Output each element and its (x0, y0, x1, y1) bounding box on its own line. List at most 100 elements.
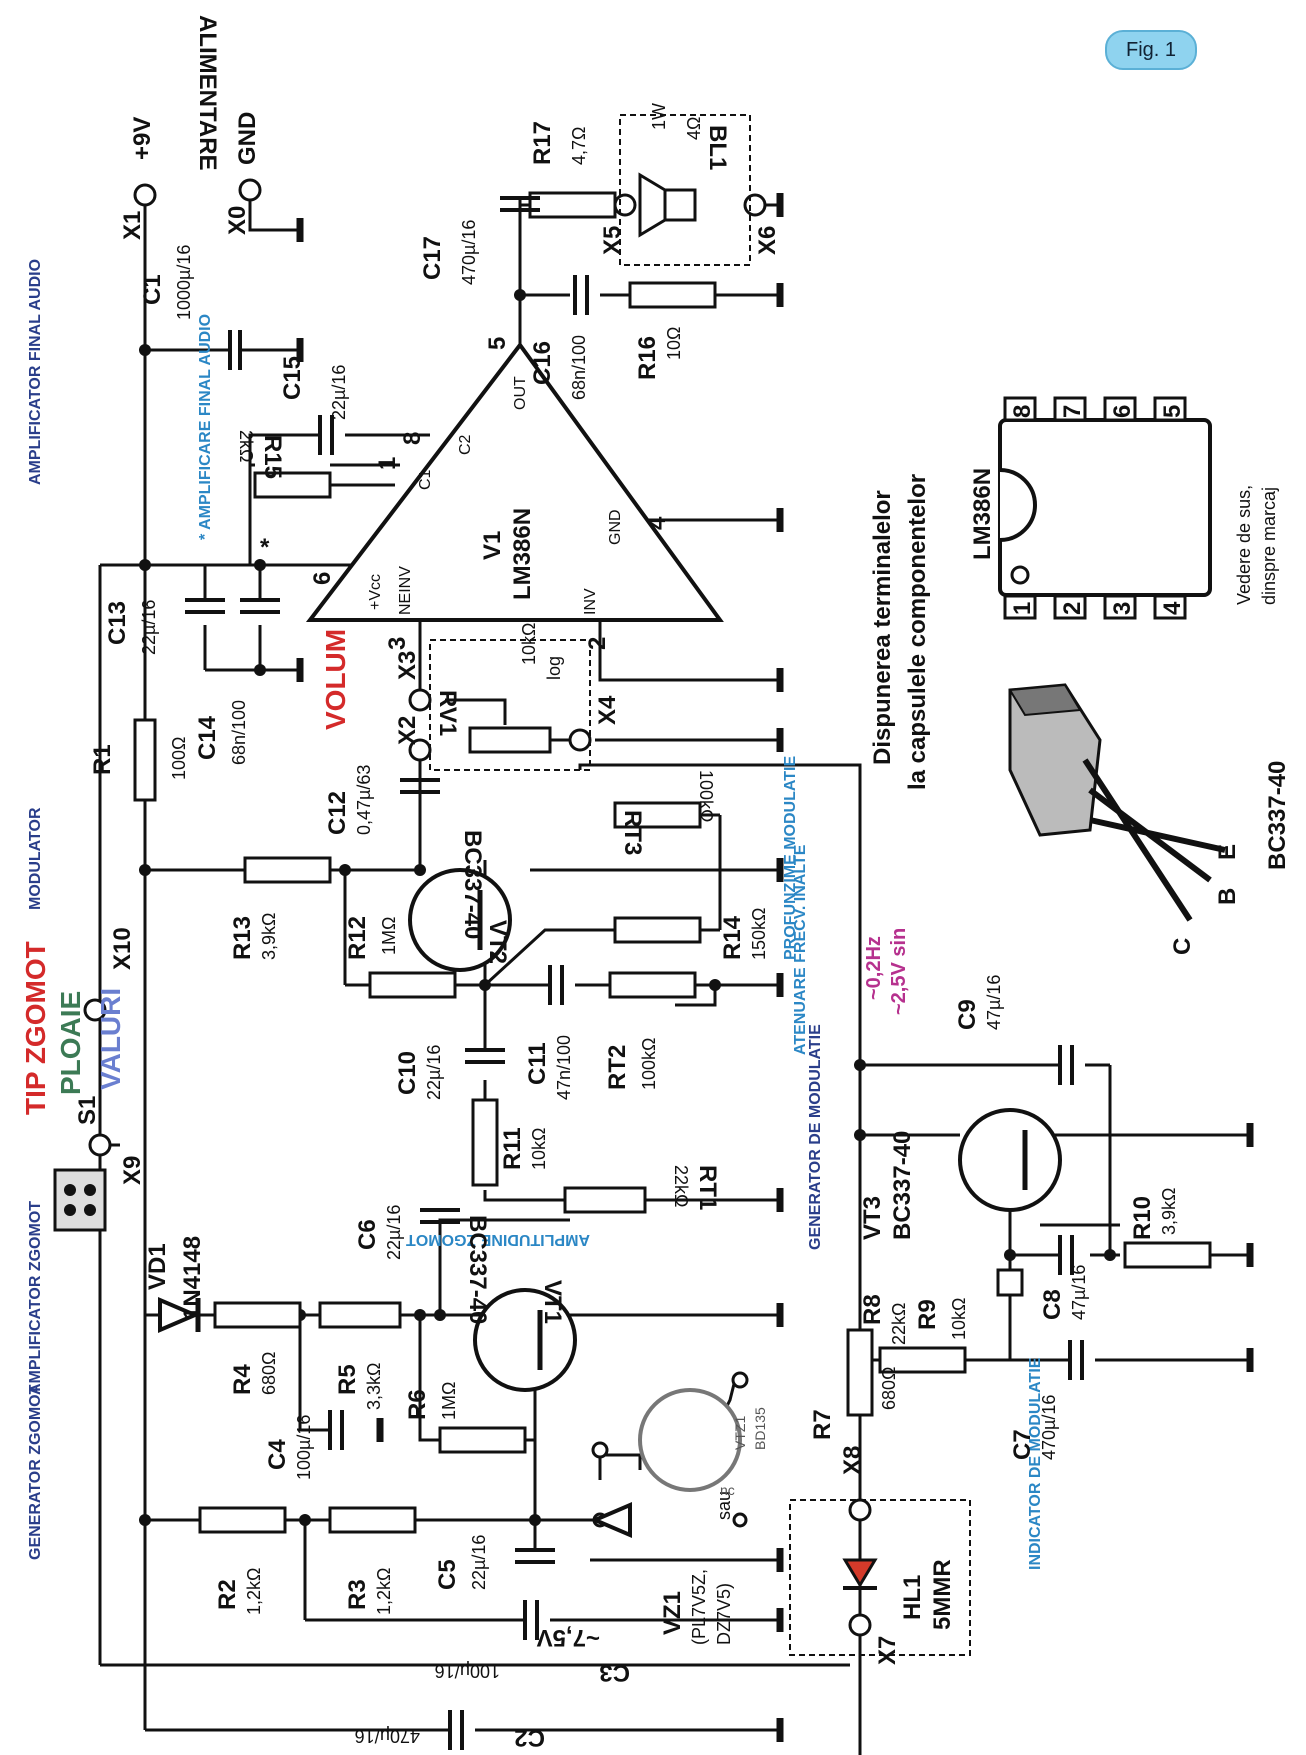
svg-text:3: 3 (1109, 602, 1136, 615)
svg-text:C16: C16 (529, 341, 556, 385)
svg-text:4,7Ω: 4,7Ω (569, 127, 589, 165)
label-noise-gen: GENERATOR ZGOMOT (27, 1384, 44, 1560)
label-noise-amplitude: AMPLITUDINE ZGOMOT (406, 1231, 590, 1248)
svg-text:100kΩ: 100kΩ (639, 1038, 659, 1091)
svg-text:C9: C9 (954, 999, 981, 1030)
svg-text:C17: C17 (419, 236, 446, 280)
svg-text:E: E (1214, 844, 1241, 860)
svg-text:470µ/16: 470µ/16 (459, 220, 479, 285)
svg-text:BC337-40: BC337-40 (459, 830, 486, 939)
svg-text:R16: R16 (634, 336, 661, 380)
svg-text:1,2kΩ: 1,2kΩ (374, 1568, 394, 1615)
svg-text:C: C (1169, 938, 1196, 955)
pinout-labels: LM386N 1 2 3 4 5 6 7 8 BC337-40 C B E (969, 405, 1291, 955)
vtz1-body (638, 1388, 742, 1492)
svg-text:22µ/16: 22µ/16 (329, 365, 349, 420)
component-labels: C1 1000µ/16 C2 470µ/16 C3 100µ/16 C4 100… (89, 103, 1179, 1751)
svg-text:68n/100: 68n/100 (229, 700, 249, 765)
svg-text:X0: X0 (224, 206, 251, 235)
pinout-bc337 (1008, 683, 1226, 922)
svg-text:C8: C8 (1039, 1289, 1066, 1320)
label-mod-amp: ~2,5V sin (888, 928, 910, 1015)
svg-text:150kΩ: 150kΩ (749, 908, 769, 961)
svg-text:6: 6 (309, 572, 336, 585)
svg-text:R7: R7 (809, 1409, 836, 1440)
svg-text:R11: R11 (499, 1127, 526, 1170)
label-mod-depth: PROFUNZIME MODULATIE (782, 756, 799, 960)
svg-text:5: 5 (484, 337, 511, 350)
svg-text:1000µ/16: 1000µ/16 (174, 245, 194, 320)
svg-text:5: 5 (1159, 405, 1186, 418)
svg-text:X6: X6 (754, 226, 781, 255)
svg-text:R3: R3 (344, 1579, 371, 1610)
svg-text:47µ/16: 47µ/16 (984, 975, 1004, 1030)
svg-text:VT2: VT2 (484, 920, 511, 964)
svg-text:6: 6 (1109, 405, 1136, 418)
label-rain: PLOAIE (55, 991, 86, 1095)
svg-text:GND: GND (607, 509, 624, 545)
svg-text:X2: X2 (394, 716, 421, 745)
svg-text:22µ/16: 22µ/16 (139, 600, 159, 655)
svg-text:680Ω: 680Ω (879, 1367, 899, 1411)
svg-text:X4: X4 (594, 695, 621, 725)
svg-text:BC337-40: BC337-40 (889, 1131, 916, 1240)
svg-text:470µ/16: 470µ/16 (355, 1726, 420, 1746)
svg-text:4: 4 (1159, 601, 1186, 615)
svg-text:C13: C13 (104, 601, 131, 645)
svg-text:3,9kΩ: 3,9kΩ (259, 913, 279, 960)
svg-text:68n/100: 68n/100 (569, 335, 589, 400)
svg-text:8: 8 (399, 432, 426, 445)
svg-text:X3: X3 (394, 651, 421, 680)
capacitor-plates (185, 196, 1084, 1750)
svg-text:47µ/16: 47µ/16 (1069, 1265, 1089, 1320)
label-modulator: MODULATOR (27, 807, 44, 910)
svg-text:10kΩ: 10kΩ (519, 623, 539, 665)
transistor-bodies (408, 868, 1062, 1392)
svg-text:C12: C12 (324, 791, 351, 835)
svg-text:10kΩ: 10kΩ (529, 1128, 549, 1170)
svg-text:100Ω: 100Ω (169, 737, 189, 781)
section-labels: ALIMENTARE AMPLIFICATOR FINAL AUDIO * AM… (20, 15, 1279, 1651)
lm386-body (305, 341, 724, 622)
svg-text:2: 2 (1059, 602, 1086, 615)
svg-text:R2: R2 (214, 1579, 241, 1610)
ic-pin-labels: 1 2 3 4 5 6 8 +Vcc NEINV INV GND OUT C1 … (309, 337, 671, 650)
svg-text:3: 3 (384, 637, 411, 650)
svg-text:R5: R5 (334, 1364, 361, 1395)
label-pinout-title-1: Dispunerea terminalelor (869, 490, 896, 765)
svg-text:NEINV: NEINV (397, 566, 414, 615)
svg-text:V1: V1 (479, 531, 506, 560)
diodes (158, 1296, 878, 1590)
transistor-bars (477, 890, 1028, 1370)
svg-text:22µ/16: 22µ/16 (469, 1535, 489, 1590)
svg-text:1MΩ: 1MΩ (379, 917, 399, 955)
svg-text:1,2kΩ: 1,2kΩ (244, 1568, 264, 1615)
label-zener-v: ~7,5V (537, 1624, 600, 1651)
svg-text:LM386N: LM386N (969, 468, 996, 560)
svg-text:22kΩ: 22kΩ (889, 1303, 909, 1345)
svg-text:DZ7V5): DZ7V5) (714, 1583, 734, 1645)
svg-text:R15: R15 (259, 435, 286, 479)
svg-text:2: 2 (584, 637, 611, 650)
dashed-boxes (429, 114, 971, 1656)
svg-text:R6: R6 (404, 1389, 431, 1420)
svg-text:8: 8 (1009, 405, 1036, 418)
switch-s1[interactable] (53, 1168, 107, 1232)
figure-label: Fig. 1 (1105, 30, 1197, 70)
svg-text:5MMR: 5MMR (929, 1559, 956, 1630)
svg-text:BD135: BD135 (752, 1407, 768, 1450)
label-mod-indicator: INDICATOR DE MODULATIE (1027, 1357, 1044, 1570)
svg-text:log: log (544, 656, 564, 680)
svg-text:R1: R1 (89, 744, 116, 775)
label-top-view-1: Vedere de sus, (1234, 485, 1254, 605)
svg-text:VTZ1: VTZ1 (732, 1416, 748, 1450)
svg-text:RT1: RT1 (694, 1165, 721, 1210)
svg-text:R14: R14 (719, 915, 746, 960)
svg-text:7: 7 (1059, 405, 1086, 418)
svg-text:C2: C2 (457, 434, 474, 455)
svg-text:HL1: HL1 (899, 1575, 926, 1620)
svg-text:RV1: RV1 (434, 690, 461, 736)
svg-text:C1: C1 (139, 274, 166, 305)
speaker-bl1 (638, 172, 697, 238)
label-mod-gen: GENERATOR DE MODULATIE (807, 1024, 824, 1250)
